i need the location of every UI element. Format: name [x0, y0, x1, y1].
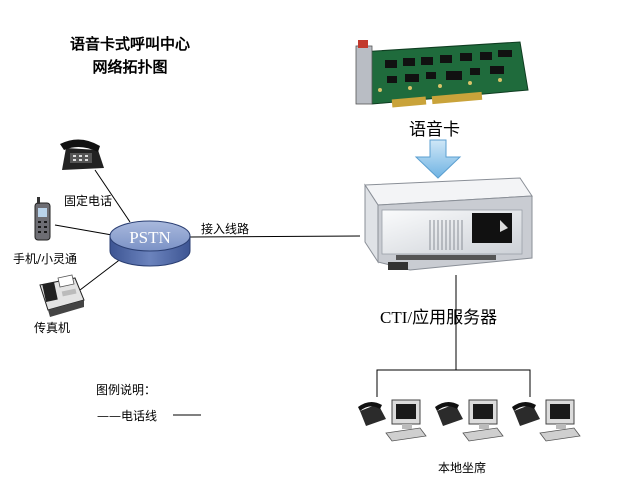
fax-label: 传真机: [34, 321, 71, 335]
line-fixed-phone-pstn: [94, 169, 131, 223]
pstn-label: PSTN: [129, 228, 171, 247]
pstn-cloud: [109, 220, 191, 267]
seat-workstation-2: [435, 399, 504, 442]
voice-card-image: [355, 40, 529, 108]
line-mobile-pstn: [54, 224, 113, 236]
diagram-title: 语音卡式呼叫中心 网络拓扑图: [45, 33, 215, 77]
legend-title: 图例说明：: [96, 383, 157, 397]
seat-workstation-3: [512, 399, 581, 442]
link-label: 接入线路: [201, 222, 250, 236]
mobile-label: 手机/小灵通: [13, 252, 78, 266]
voice-card-label: 语音卡: [409, 120, 460, 140]
fixed-phone-label: 固定电话: [64, 194, 113, 208]
mobile-phone-icon: [34, 197, 51, 241]
server-label: CTI/应用服务器: [380, 308, 498, 327]
down-arrow-icon: [414, 139, 462, 179]
seat-bus: [376, 369, 531, 397]
title-line-2: 网络拓扑图: [92, 58, 168, 76]
fax-machine-icon: [39, 274, 85, 317]
fixed-phone-icon: [60, 139, 104, 170]
seat-workstation-1: [358, 399, 427, 442]
connection-lines: [54, 169, 531, 397]
server-image: [364, 177, 533, 271]
title-line-1: 语音卡式呼叫中心: [69, 35, 190, 53]
seats-label: 本地坐席: [438, 461, 487, 475]
line-fax-pstn: [79, 257, 123, 291]
legend-item: ——电话线: [97, 409, 158, 423]
line-pstn-server: [189, 235, 361, 238]
legend-tail-line: [173, 414, 201, 416]
